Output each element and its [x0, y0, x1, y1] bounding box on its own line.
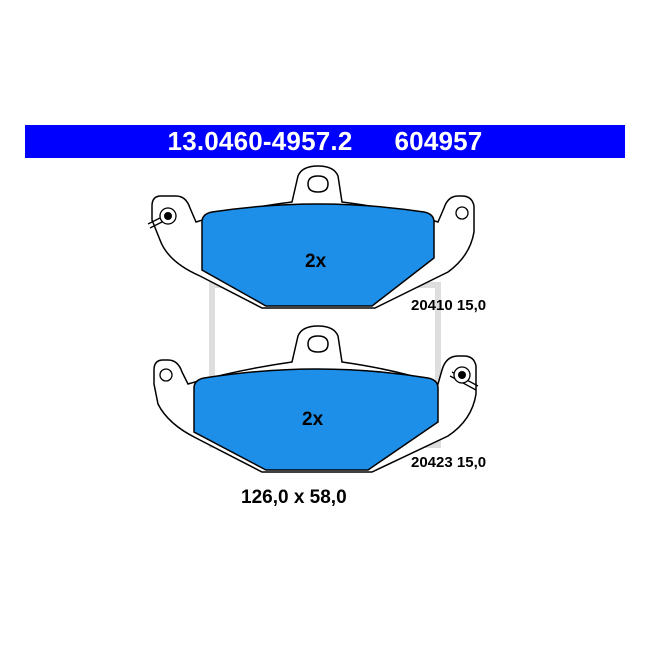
- top-pad-quantity: 2x: [305, 251, 327, 272]
- bottom-brake-pad: [153, 325, 479, 473]
- part-number: 13.0460-4957.2: [167, 126, 353, 156]
- top-pad-spec: 20410 15,0: [411, 297, 487, 314]
- pad-dimensions: 126,0 x 58,0: [241, 487, 347, 508]
- header-bar: 13.0460-4957.2 604957: [25, 125, 625, 158]
- top-mounting-hole: [307, 175, 329, 193]
- bottom-left-hole: [159, 368, 173, 382]
- top-brake-pad: [147, 165, 475, 309]
- wear-sensor-clip-icon: [147, 207, 177, 229]
- reference-number: 604957: [394, 126, 483, 156]
- wear-sensor-clip-icon: [449, 366, 479, 391]
- top-right-hole: [455, 206, 469, 220]
- bottom-friction-material: [193, 368, 439, 471]
- bottom-pad-quantity: 2x: [302, 409, 324, 430]
- top-friction-material: [201, 203, 435, 307]
- bottom-mounting-hole: [307, 335, 329, 353]
- bottom-pad-spec: 20423 15,0: [411, 454, 487, 471]
